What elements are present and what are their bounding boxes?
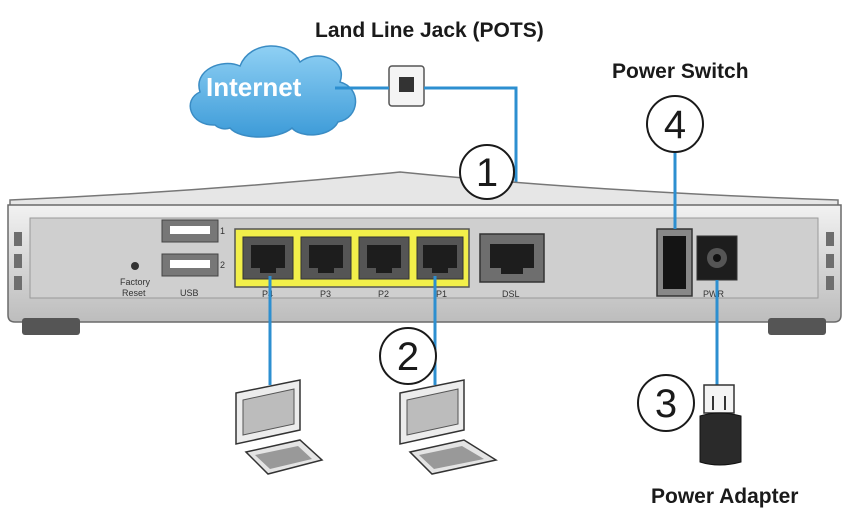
internet-cloud-icon: [189, 45, 357, 138]
step-marker-2: 2: [379, 327, 437, 385]
computer-icon: [399, 379, 498, 475]
factory-reset-label: Factory: [120, 277, 151, 287]
internet-label: Internet: [206, 72, 302, 102]
power-jack: [696, 235, 738, 281]
p4-label: P4: [262, 289, 273, 299]
usb-ports: [161, 219, 219, 277]
lan-ports: [234, 228, 470, 288]
power-adapter-icon: [699, 384, 742, 466]
computer-icon: [235, 379, 324, 475]
step-marker-4: 4: [646, 95, 704, 153]
factory-reset-button[interactable]: [131, 262, 139, 270]
dsl-label: DSL: [502, 289, 520, 299]
p1-label: P1: [436, 289, 447, 299]
svg-text:3: 3: [655, 382, 677, 426]
usb-2-label: 2: [220, 260, 225, 270]
usb-label: USB: [180, 288, 199, 298]
svg-text:4: 4: [664, 103, 686, 147]
usb-1-label: 1: [220, 226, 225, 236]
factory-reset-label-2: Reset: [122, 288, 146, 298]
dsl-port: [479, 233, 545, 283]
landline-jack-icon: [388, 65, 425, 107]
step-marker-1: 1: [459, 144, 515, 200]
p3-label: P3: [320, 289, 331, 299]
power-switch-label: Power Switch: [612, 60, 749, 83]
svg-text:1: 1: [476, 151, 498, 195]
svg-text:2: 2: [397, 335, 419, 379]
p2-label: P2: [378, 289, 389, 299]
pwr-label: PWR: [703, 289, 724, 299]
power-adapter-label: Power Adapter: [651, 485, 798, 508]
power-switch[interactable]: [656, 228, 693, 297]
landline-label: Land Line Jack (POTS): [315, 19, 544, 42]
step-marker-3: 3: [637, 374, 695, 432]
lan-cables: [268, 276, 437, 385]
